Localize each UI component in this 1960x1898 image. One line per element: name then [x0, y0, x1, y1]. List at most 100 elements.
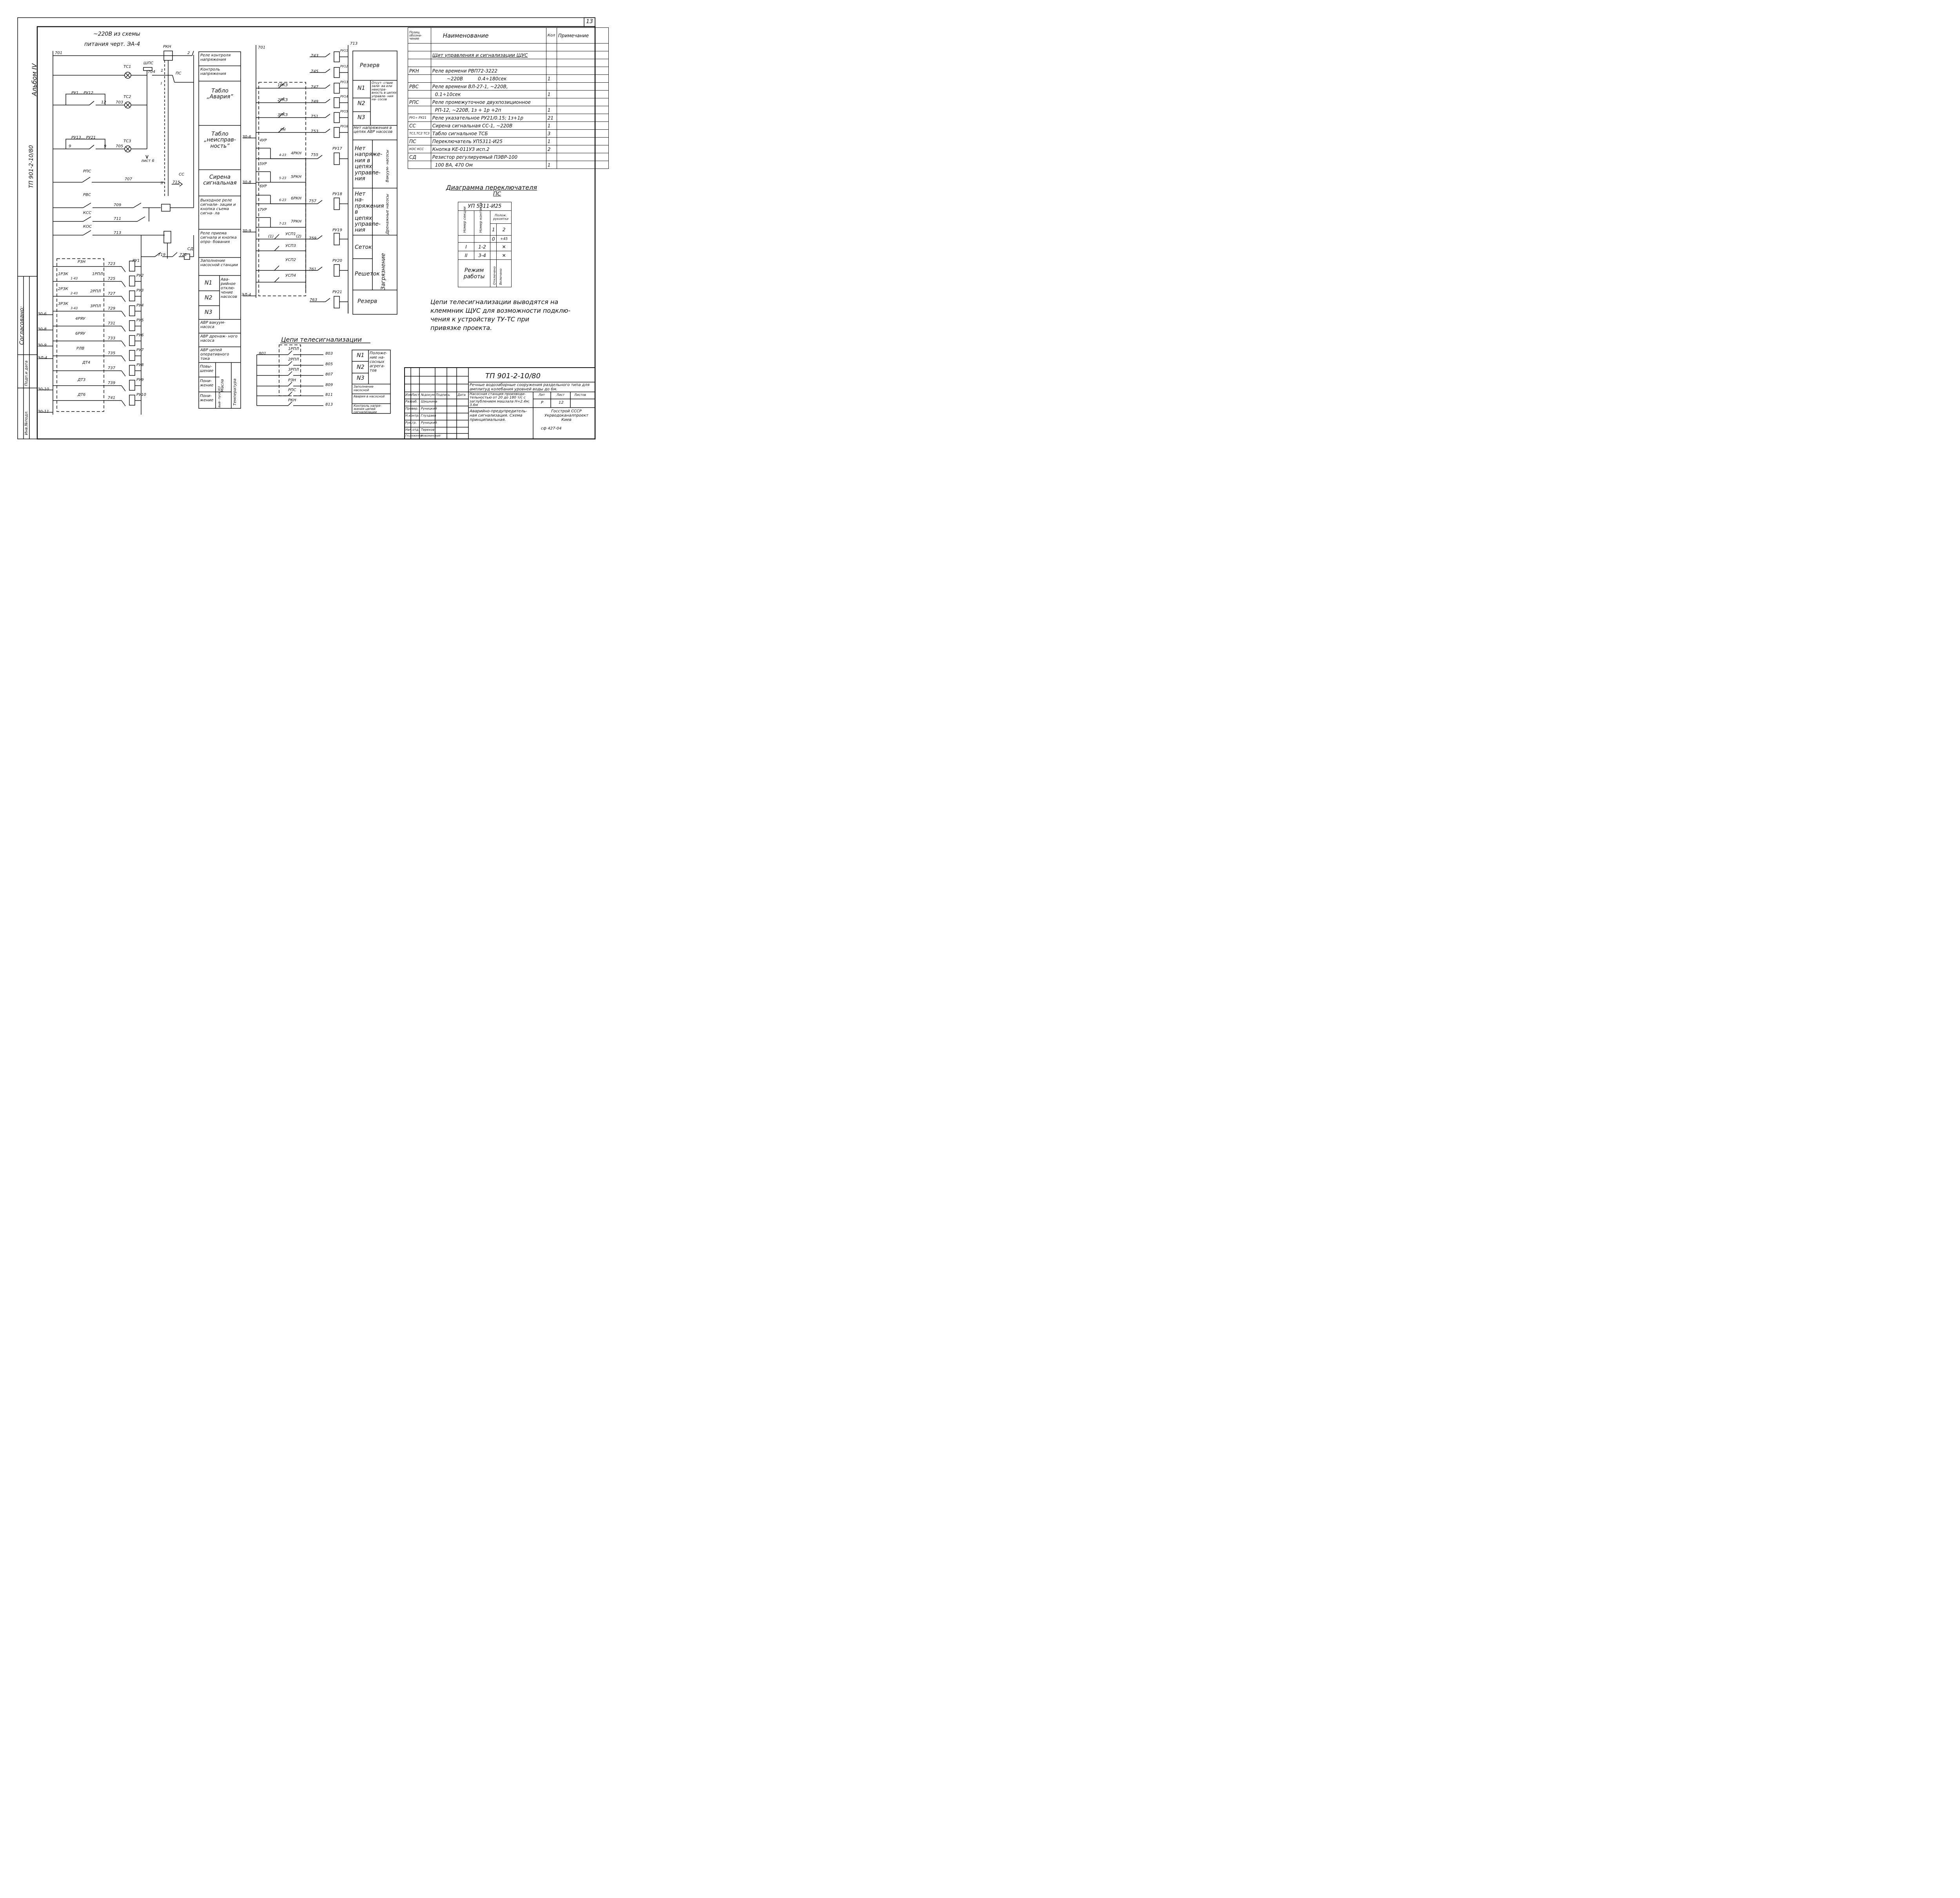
wire-707: 707 [125, 177, 132, 181]
r-wire-759: 759 [309, 236, 317, 241]
tele-wire-811: 811 [325, 393, 333, 397]
label-1-43: 1-43 [71, 277, 78, 280]
label-section-I: I [161, 82, 162, 86]
label-kss: КСС [83, 211, 92, 215]
mid-row-receive-relay: Реле приема сигнала и кнопка опро- бован… [200, 231, 237, 244]
label-rkn: РКН [163, 45, 171, 49]
label-ru5: РУ5 [136, 318, 144, 323]
switch-pos-1: 1 [490, 223, 497, 236]
rt-setok: Сеток [355, 244, 372, 250]
label-1: 1 [161, 69, 163, 73]
label-dt3: ДТ3 [78, 378, 86, 382]
tele-legend-fill: Заполнение насосной [354, 385, 374, 392]
spec-pos [408, 106, 431, 114]
input-30-10-left: 30-10 [38, 387, 49, 392]
r-wire-751: 751 [311, 114, 319, 119]
tb-name-5: Новоминский [421, 434, 441, 437]
rt-no-voltage-vac: Нет напряже- ния в цепях управле- ния [355, 145, 383, 182]
mid-row-station-fill: Заполнение насосной станции [200, 259, 238, 267]
tele-legend-pos: Положе- ние на- сосных агрега- тов [370, 351, 387, 373]
wire-725: 725 [108, 277, 116, 281]
rt-reserve-bottom: Резерв [358, 298, 377, 305]
switch-model: УП 5311-И25 [458, 202, 512, 211]
note-line-1: Цепи телесигнализации выводятся на [430, 298, 559, 306]
label-5ur: 5УР [260, 162, 267, 166]
spec-pos [408, 74, 431, 83]
label-4ryu: 4РЯУ [75, 317, 85, 321]
signdate-label: Подп.и дата [24, 361, 29, 386]
spec-qty: 1 [546, 137, 557, 145]
note-line-3: чения к устройству ТУ-ТС при [430, 315, 529, 323]
label-2: 2 [187, 51, 190, 55]
label-ru2: РУ2 [136, 274, 144, 278]
label-ss: СС [179, 172, 184, 177]
label-pos2: (2) [296, 234, 302, 239]
mid-temp-raise: Повы- шение [200, 364, 214, 373]
switch-col-position: Полож. рукоятки [490, 210, 512, 224]
switch-sec-II: II [458, 251, 474, 260]
label-7rkn: 7РКН [291, 219, 302, 224]
tele-n2: N2 [357, 364, 365, 370]
label-tc1: ТС1 [123, 65, 131, 69]
switch-col-contact: Номер контакта [479, 203, 483, 233]
tb-role-1: Провер. [405, 407, 419, 410]
note-line-2: клеммник ЩУС для возможности подклю- [430, 307, 571, 314]
label-3rkz: 3РКЗ [278, 113, 288, 117]
mid-row-tablo-avaria: Табло „Авария” [207, 88, 233, 100]
label-ru13-ru21: РУ13... РУ21 [71, 136, 96, 140]
rt-avr-voltage: Нет напряжения в цепях АВР насосов [354, 126, 393, 134]
label-1rzk: 1РЗК [58, 272, 68, 276]
spec-name: Реле времени РВП72-3222 [430, 67, 546, 75]
input-30-6-right: 30-6 [242, 135, 251, 139]
tele-rzn: РЗН [288, 378, 296, 383]
tb-name-3: Руницкий [421, 421, 437, 424]
label-1rpl: 1РПЛ [92, 272, 103, 276]
wire-703: 703 [116, 100, 123, 105]
r-wire-753: 753 [311, 129, 319, 134]
bottom-mark: сф 427-04 [541, 426, 562, 431]
title-code: ТП 901-2-10/80 [485, 372, 541, 380]
wire-735: 735 [108, 351, 116, 355]
label-rps-707: РПС [83, 169, 91, 174]
input-30-9-left: 30-9 [38, 343, 47, 348]
label-ru9: РУ9 [136, 378, 144, 382]
label-kos: КОС [83, 225, 92, 229]
label-3rpl: 3РПЛ [90, 304, 101, 308]
rt-reserve-top: Резерв [360, 62, 380, 69]
tb-name-0: Шишкина [421, 400, 437, 403]
r-wire-761: 761 [309, 267, 317, 272]
label-6ur: 6УР [260, 184, 267, 189]
wire-733: 733 [108, 336, 116, 341]
spec-h-qty: Кол [546, 27, 557, 44]
mid-vyp: выв- пуск КU [218, 386, 221, 408]
mid-row-voltage-control: Контроль напряжения [200, 67, 226, 76]
tb-role-0: Разраб. [405, 400, 418, 403]
r-wire-701: 701 [258, 45, 266, 50]
label-6rkn: 6РКН [291, 196, 302, 201]
label-5rkn: 5РКН [291, 175, 302, 179]
switch-col-section: Номер секции [463, 207, 467, 233]
supply-note-1: ~220В из схемы [93, 31, 140, 37]
wire-711: 711 [114, 217, 122, 221]
input-30-8-left: 30-8 [38, 327, 47, 332]
spec-qty: 21 [546, 114, 557, 122]
label-ru1: РУ1 [132, 259, 140, 263]
spec-pos: РВС [408, 82, 431, 91]
switch-sec-I: I [458, 242, 474, 251]
spec-pos: РКН [408, 67, 431, 75]
mid-row-siren: Сирена сигнальная [203, 174, 237, 187]
spec-name: РП-12, ~220В, 1з + 1р +2п [430, 106, 546, 114]
rt-n3: N3 [358, 114, 365, 121]
tele-wire-803: 803 [325, 352, 333, 356]
wire-701: 701 [55, 51, 63, 55]
mid-n3: N3 [205, 309, 212, 315]
r-wire-749: 749 [311, 100, 319, 104]
spec-qty: 1 [546, 74, 557, 83]
mid-n2: N2 [205, 295, 212, 301]
tb-role-3: Рук.гр. [405, 421, 417, 424]
label-ru7: РУ7 [136, 348, 144, 352]
spec-name: Сирена сигнальная СС-1, ~220В [430, 121, 546, 130]
label-2-43: 2-43 [71, 292, 78, 295]
spec-name: 100 ВА, 470 Ом [430, 161, 546, 169]
switch-contact-3-4: 3-4 [474, 251, 490, 260]
